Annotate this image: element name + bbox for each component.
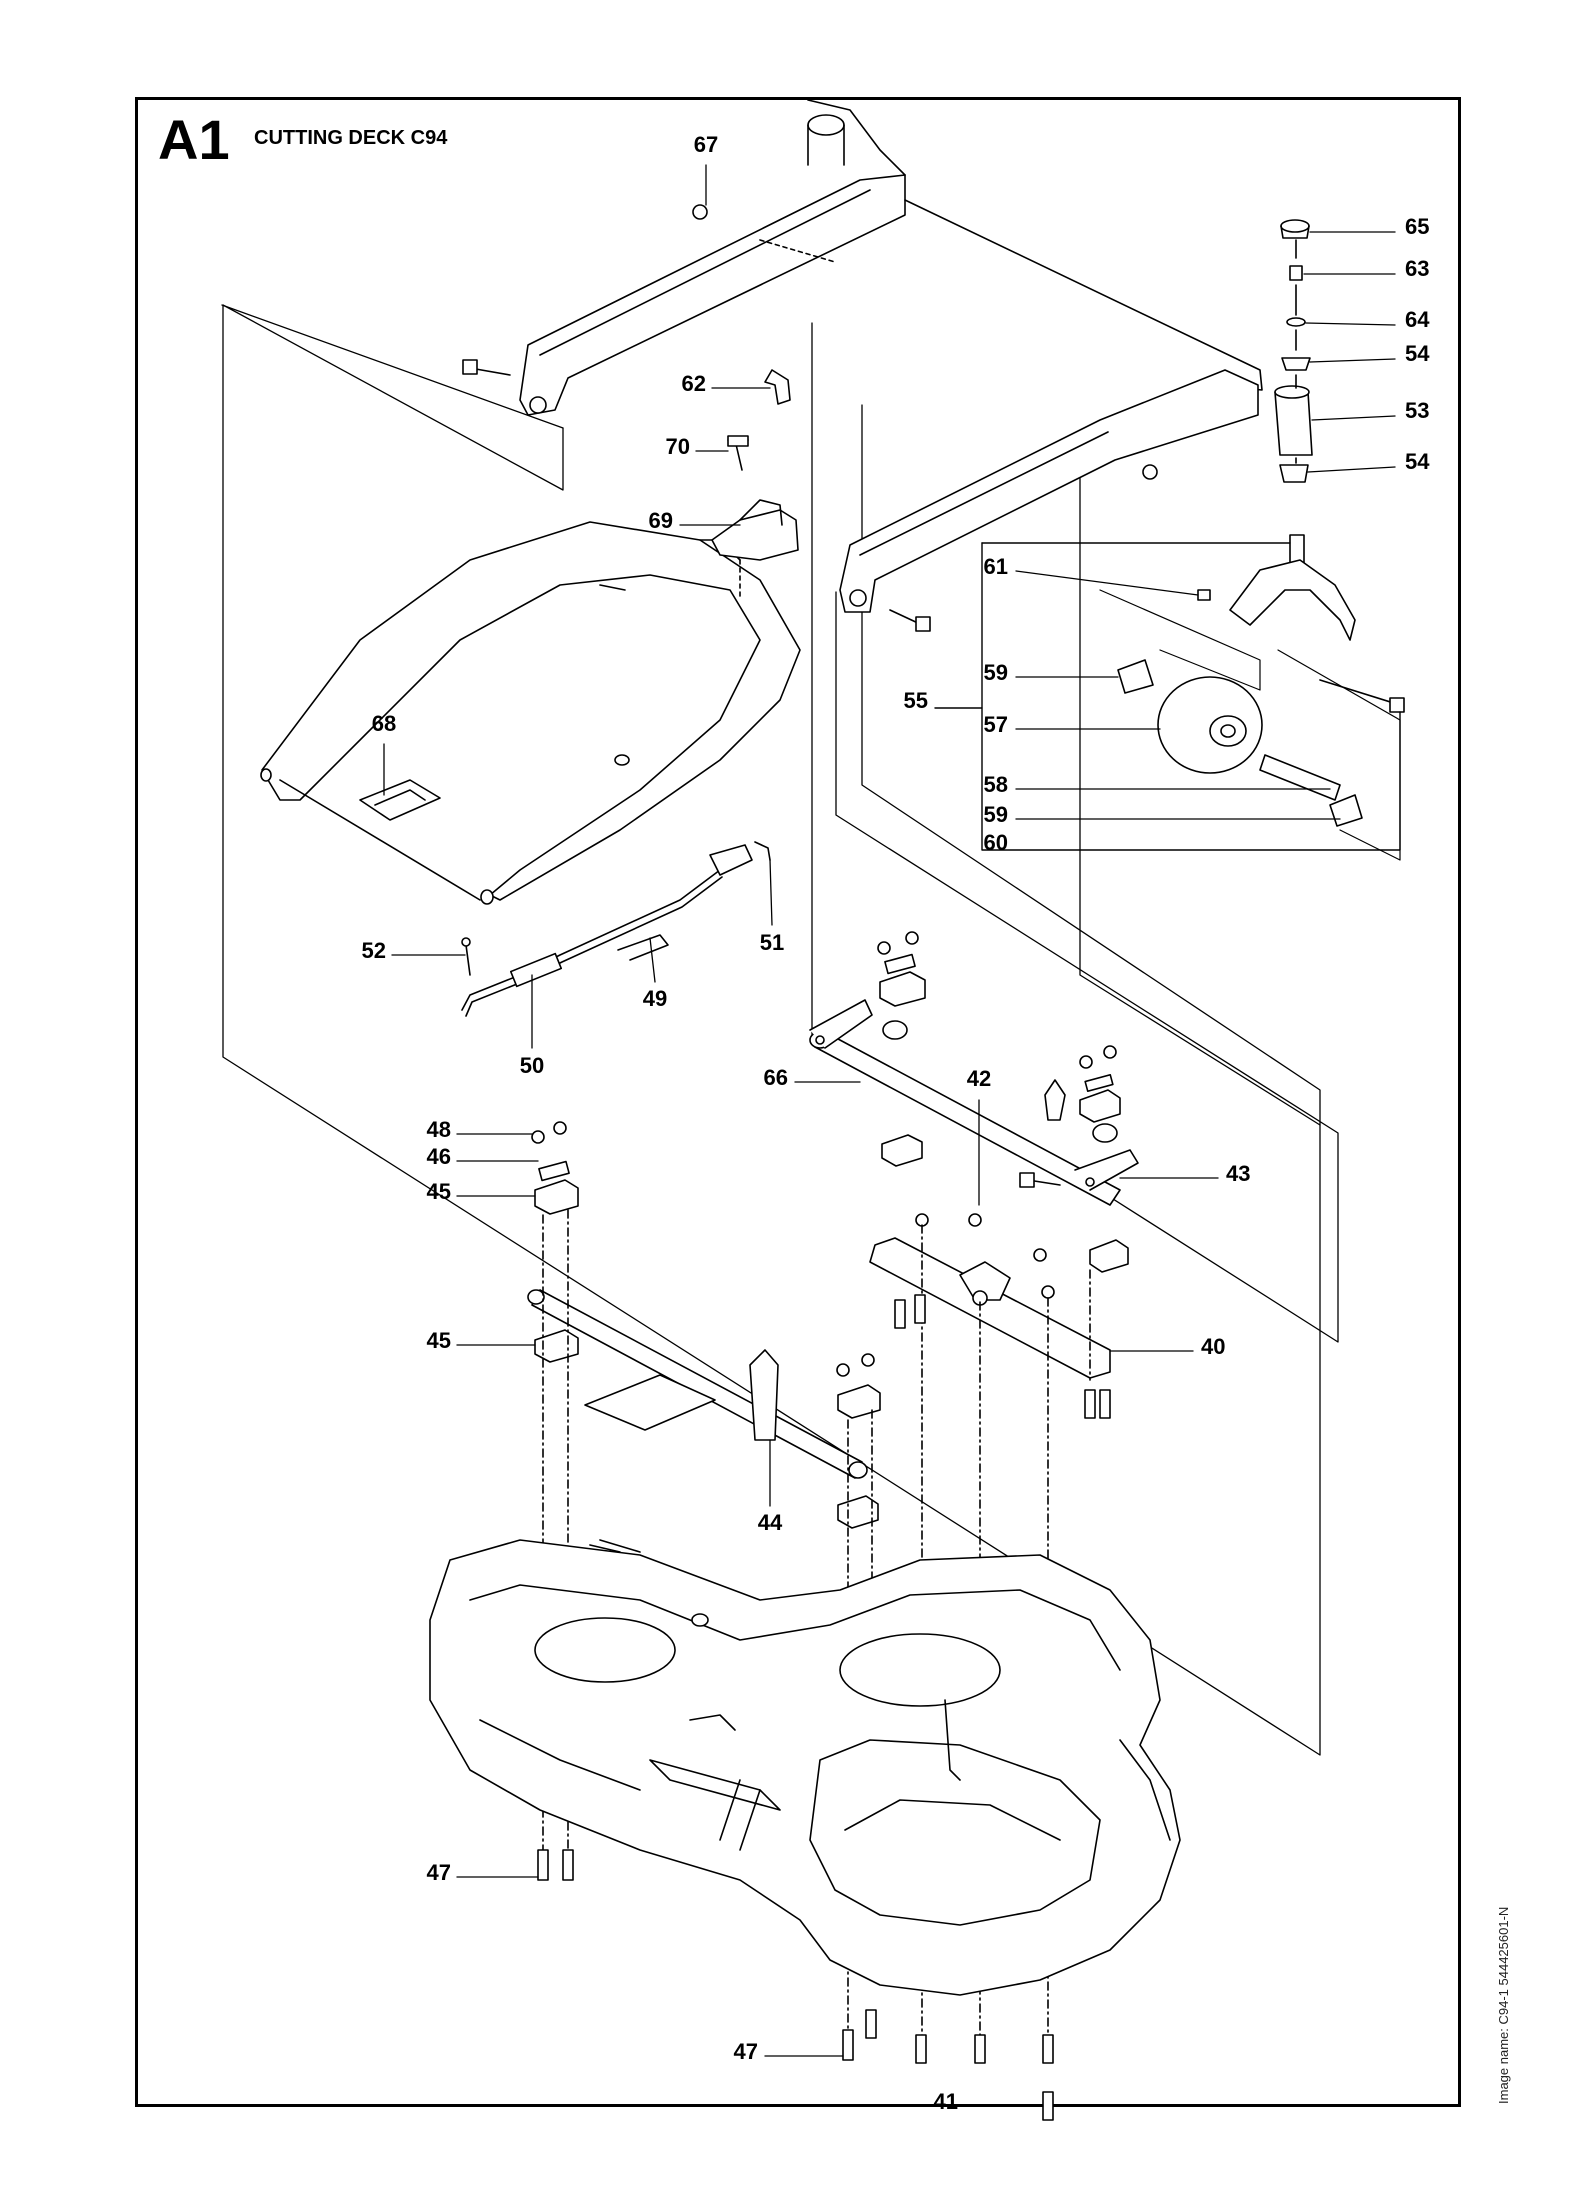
callout-52: 52 [362,938,386,963]
cross-bar [869,1213,1111,1379]
front-shaft [527,1289,868,1479]
callout-40: 40 [1201,1334,1225,1359]
callout-53: 53 [1405,398,1429,423]
callout-64: 64 [1405,307,1430,332]
callout-47: 47 [427,1860,451,1885]
callout-45: 45 [427,1179,451,1204]
section-title: CUTTING DECK C94 [254,127,448,149]
upper-frame-right-arm [839,369,1259,632]
callout-labels: 67 65 63 64 54 53 54 62 70 69 61 59 55 57 58 59 60 68 52 51… [362,132,1431,2114]
bracket-assembly [711,369,799,601]
callout-50: 50 [520,1053,544,1078]
callout-54: 54 [1405,341,1430,366]
callout-47: 47 [734,2039,758,2064]
callout-62: 62 [682,371,706,396]
callout-66: 66 [764,1065,788,1090]
callout-55: 55 [904,688,928,713]
clamp-blocks [531,931,1129,1529]
callout-54: 54 [1405,449,1430,474]
callout-48: 48 [427,1117,451,1142]
upper-frame-left-arm [462,99,1263,416]
callout-51: 51 [760,930,784,955]
callout-70: 70 [666,434,690,459]
lift-frame [260,521,801,905]
callout-61: 61 [984,554,1008,579]
callout-group-bracket-55 [934,542,1401,851]
callout-44: 44 [758,1510,783,1535]
rear-shaft [809,999,1139,1206]
callout-68: 68 [372,711,396,736]
callout-49: 49 [643,986,667,1011]
callout-65: 65 [1405,214,1429,239]
drawing-frame [135,97,1461,2107]
callout-59: 59 [984,660,1008,685]
callout-58: 58 [984,772,1008,797]
callout-67: 67 [694,132,718,157]
callout-41: 41 [934,2089,958,2114]
callout-42: 42 [967,1066,991,1091]
leader-lines [383,164,1396,2107]
callout-45: 45 [427,1328,451,1353]
section-code: A1 [158,108,230,171]
wheel-assembly [1099,219,1405,861]
callout-69: 69 [649,508,673,533]
callout-46: 46 [427,1144,451,1169]
callout-60: 60 [984,830,1008,855]
callout-59: 59 [984,802,1008,827]
callout-57: 57 [984,712,1008,737]
callout-63: 63 [1405,256,1429,281]
callout-43: 43 [1226,1161,1250,1186]
cable-assembly [461,841,771,1017]
cutting-deck-housing [429,1539,1181,1996]
